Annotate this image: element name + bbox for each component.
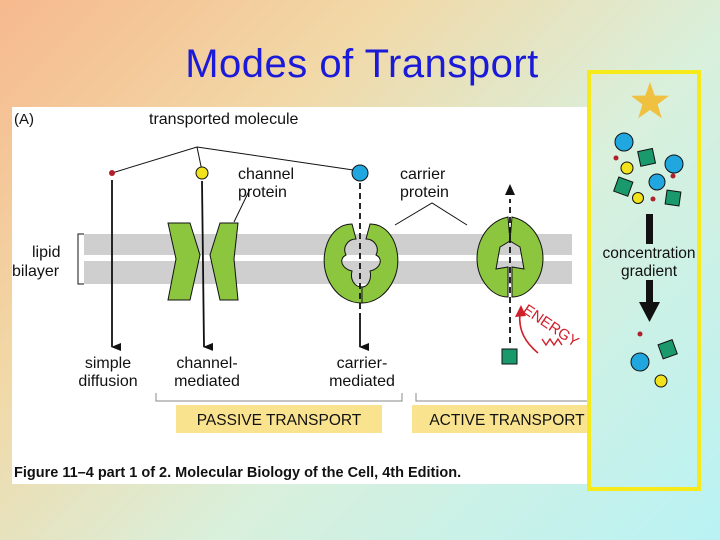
channel-mediated-label-2: mediated: [174, 373, 240, 390]
channel-molecule: [195, 166, 209, 180]
teal-molecule: [613, 176, 634, 197]
concentration-gradient-label: concentration gradient: [590, 245, 708, 281]
carrier-pointer-lines: [394, 202, 468, 226]
passive-transport-box: [176, 405, 382, 433]
red-molecule: [613, 155, 619, 161]
channel-protein-label-1: channel: [238, 166, 294, 183]
carrier-protein-left: [323, 223, 363, 304]
blue-molecule: [614, 132, 634, 152]
transported-molecule-label: transported molecule: [149, 111, 299, 128]
slide-title: Modes of Transport: [185, 42, 539, 86]
energy-squiggle: [541, 337, 563, 347]
active-transported-molecule: [501, 348, 518, 365]
teal-molecule: [664, 189, 682, 207]
small-molecule-dot: [109, 170, 115, 176]
teal-molecule: [637, 147, 657, 167]
carrier-mediated-label-1: carrier-: [337, 355, 388, 372]
passive-bracket: [155, 393, 403, 402]
gradient-highlight-frame: [587, 70, 701, 491]
simple-diffusion-label-1: simple: [85, 355, 131, 372]
carrier-molecule: [351, 164, 369, 182]
transport-diagram: (A) transported molecule lipid bilayer c…: [12, 111, 588, 481]
active-bracket: [415, 393, 588, 402]
carrier-mediated-label-2: mediated: [329, 373, 395, 390]
carrier-protein-right: [361, 223, 399, 304]
gradient-graphic: [613, 82, 684, 388]
energy-arrow: [518, 312, 539, 354]
channel-mediated-arrow: [201, 180, 214, 351]
star-icon: [631, 82, 669, 119]
lipid-label-line1: lipid: [32, 244, 60, 261]
blue-molecule: [648, 173, 666, 191]
channel-mediated-label-1: channel-: [176, 355, 237, 372]
simple-diffusion-label-2: diffusion: [78, 373, 137, 390]
blue-molecule: [664, 154, 684, 174]
gradient-bar-bottom: [646, 280, 653, 305]
yellow-molecule: [620, 161, 634, 175]
passive-transport-label: PASSIVE TRANSPORT: [197, 412, 362, 429]
red-molecule: [650, 196, 656, 202]
panel-label: (A): [14, 111, 34, 128]
figure-caption: Figure 11–4 part 1 of 2. Molecular Biolo…: [14, 465, 461, 481]
channel-protein-left: [167, 222, 201, 301]
carrier-protein-label-1: carrier: [400, 166, 446, 183]
gradient-label-line2: gradient: [620, 263, 677, 280]
gradient-bar-top: [646, 214, 653, 244]
bilayer-bracket: [77, 233, 84, 285]
energy-arrowhead: [515, 305, 526, 317]
active-transport-box: [412, 405, 588, 433]
red-molecule: [637, 331, 643, 337]
yellow-molecule: [632, 192, 644, 204]
lipid-label-line2: bilayer: [12, 263, 60, 280]
molecule-label-pointer-lines: [111, 146, 361, 174]
channel-protein-label-2: protein: [238, 184, 287, 201]
yellow-molecule: [654, 374, 668, 388]
teal-molecule: [657, 339, 678, 360]
active-pump-right: [509, 216, 544, 298]
transport-figure: (A) transported molecule lipid bilayer c…: [12, 107, 588, 484]
gradient-arrowhead: [639, 302, 660, 322]
active-transport-arrowhead: [505, 184, 515, 195]
blue-molecule: [630, 352, 650, 372]
channel-pointer-line: [233, 188, 251, 223]
gradient-label-line1: concentration: [602, 245, 696, 262]
active-transport-label: ACTIVE TRANSPORT: [429, 412, 585, 429]
carrier-protein-label-2: protein: [400, 184, 449, 201]
active-pump-left: [476, 216, 511, 298]
channel-protein-right: [209, 222, 239, 301]
red-molecule: [670, 173, 676, 179]
